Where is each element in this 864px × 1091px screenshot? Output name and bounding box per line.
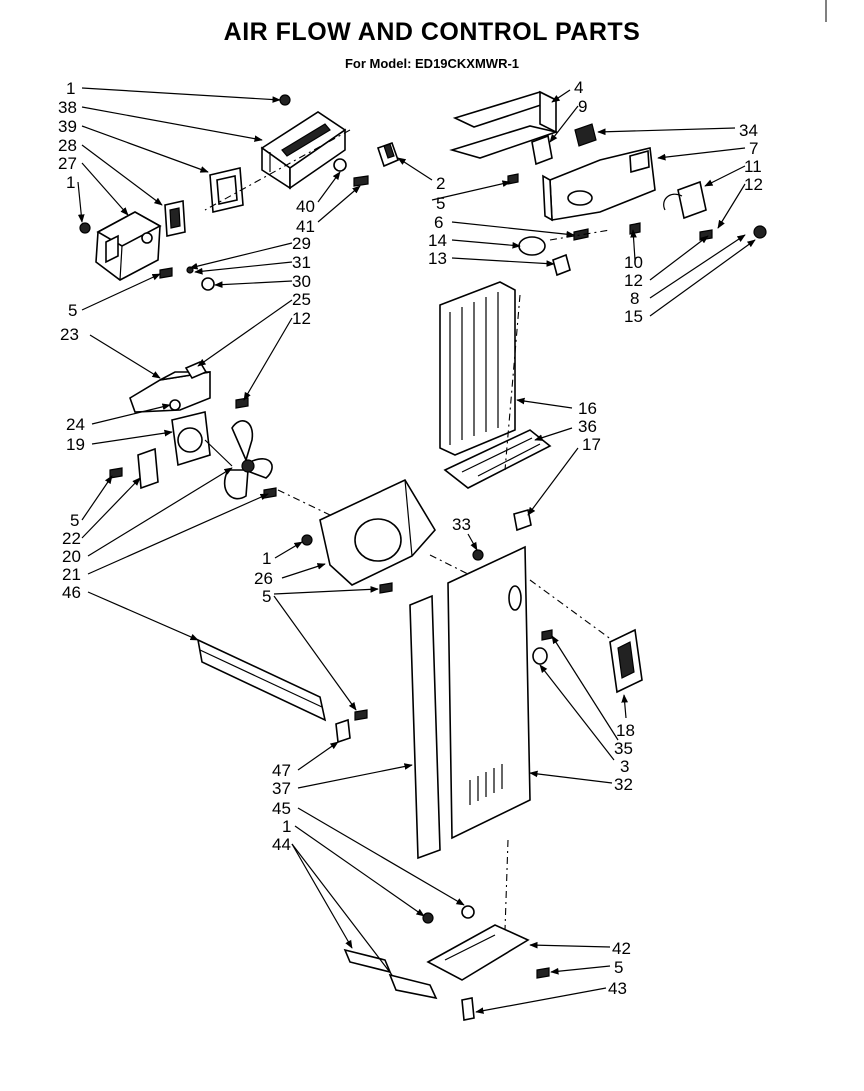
callout-24: 24 xyxy=(66,415,85,434)
model-number: For Model: ED19CKXMWR-1 xyxy=(344,56,520,71)
fan-shroud xyxy=(319,478,436,586)
callout-27: 27 xyxy=(58,154,77,173)
rear-air-panel xyxy=(447,545,548,840)
light-housing xyxy=(609,628,643,694)
trim-strip xyxy=(196,638,327,722)
callout-5: 5 xyxy=(70,511,79,530)
motor-clip xyxy=(137,447,159,490)
callout-12: 12 xyxy=(292,309,311,328)
callout-10: 10 xyxy=(624,253,643,272)
callout-43: 43 xyxy=(608,979,627,998)
callout-46: 46 xyxy=(62,583,81,602)
callout-31: 31 xyxy=(292,253,311,272)
light-bulb xyxy=(518,236,571,277)
duct-clip xyxy=(513,508,532,532)
callout-5: 5 xyxy=(436,194,445,213)
callout-26: 26 xyxy=(254,569,273,588)
light-switch xyxy=(574,123,597,147)
gasket-frame xyxy=(209,167,244,213)
callout-30: 30 xyxy=(292,272,311,291)
callout-36: 36 xyxy=(578,417,597,436)
callout-29: 29 xyxy=(292,234,311,253)
callout-13: 13 xyxy=(428,249,447,268)
callout-5: 5 xyxy=(68,301,77,320)
callout-39: 39 xyxy=(58,117,77,136)
callout-4: 4 xyxy=(574,78,583,97)
callout-34: 34 xyxy=(739,121,758,140)
callout-32: 32 xyxy=(614,775,633,794)
callout-22: 22 xyxy=(62,529,81,548)
callout-45: 45 xyxy=(272,799,291,818)
callout-14: 14 xyxy=(428,231,447,250)
callout-1: 1 xyxy=(282,817,291,836)
callout-44: 44 xyxy=(272,835,291,854)
callout-18: 18 xyxy=(616,721,635,740)
callout-11: 11 xyxy=(744,157,762,176)
callout-16: 16 xyxy=(578,399,597,418)
callout-15: 15 xyxy=(624,307,643,326)
fan-bracket xyxy=(129,360,211,413)
fan-motor xyxy=(171,411,233,467)
callout-2: 2 xyxy=(436,174,445,193)
callout-19: 19 xyxy=(66,435,85,454)
callout-28: 28 xyxy=(58,136,77,155)
callout-33: 33 xyxy=(452,515,471,534)
callout-8: 8 xyxy=(630,289,639,308)
diagram-title: AIR FLOW AND CONTROL PARTS xyxy=(223,18,641,46)
callout-5: 5 xyxy=(614,958,623,977)
leader-lines xyxy=(77,87,756,1014)
sensor-clip xyxy=(376,141,400,168)
callout-3: 3 xyxy=(620,757,629,776)
callout-5: 5 xyxy=(262,587,271,606)
drain-trough xyxy=(426,924,530,981)
callout-37: 37 xyxy=(272,779,291,798)
callout-42: 42 xyxy=(612,939,631,958)
small-gasket xyxy=(164,200,186,237)
damper-control-housing xyxy=(260,111,347,190)
callout-38: 38 xyxy=(58,98,77,117)
callout-47: 47 xyxy=(272,761,291,780)
callout-20: 20 xyxy=(62,547,81,566)
control-bracket xyxy=(531,134,656,222)
callout-40: 40 xyxy=(296,197,315,216)
callout-1: 1 xyxy=(66,173,75,192)
callout-9: 9 xyxy=(578,97,587,116)
callout-25: 25 xyxy=(292,290,311,309)
thermostat-control xyxy=(663,180,767,239)
callout-41: 41 xyxy=(296,217,315,236)
alignment-lines xyxy=(204,129,613,931)
fan-blade xyxy=(223,420,273,500)
callout-21: 21 xyxy=(62,565,81,584)
air-duct xyxy=(439,281,516,456)
callout-17: 17 xyxy=(582,435,601,454)
callout-labels: 1 38 39 28 27 1 40 41 2 5 4 9 34 7 11 12… xyxy=(58,78,763,998)
damper-grille xyxy=(443,429,552,489)
callout-23: 23 xyxy=(60,325,79,344)
side-baffle xyxy=(409,594,441,860)
callout-6: 6 xyxy=(434,213,443,232)
callout-7: 7 xyxy=(749,139,758,158)
callout-35: 35 xyxy=(614,739,633,758)
callout-1: 1 xyxy=(262,549,271,568)
callout-12: 12 xyxy=(624,271,643,290)
damper-motor-assembly xyxy=(95,211,162,281)
callout-12: 12 xyxy=(744,175,763,194)
callout-1: 1 xyxy=(66,79,75,98)
